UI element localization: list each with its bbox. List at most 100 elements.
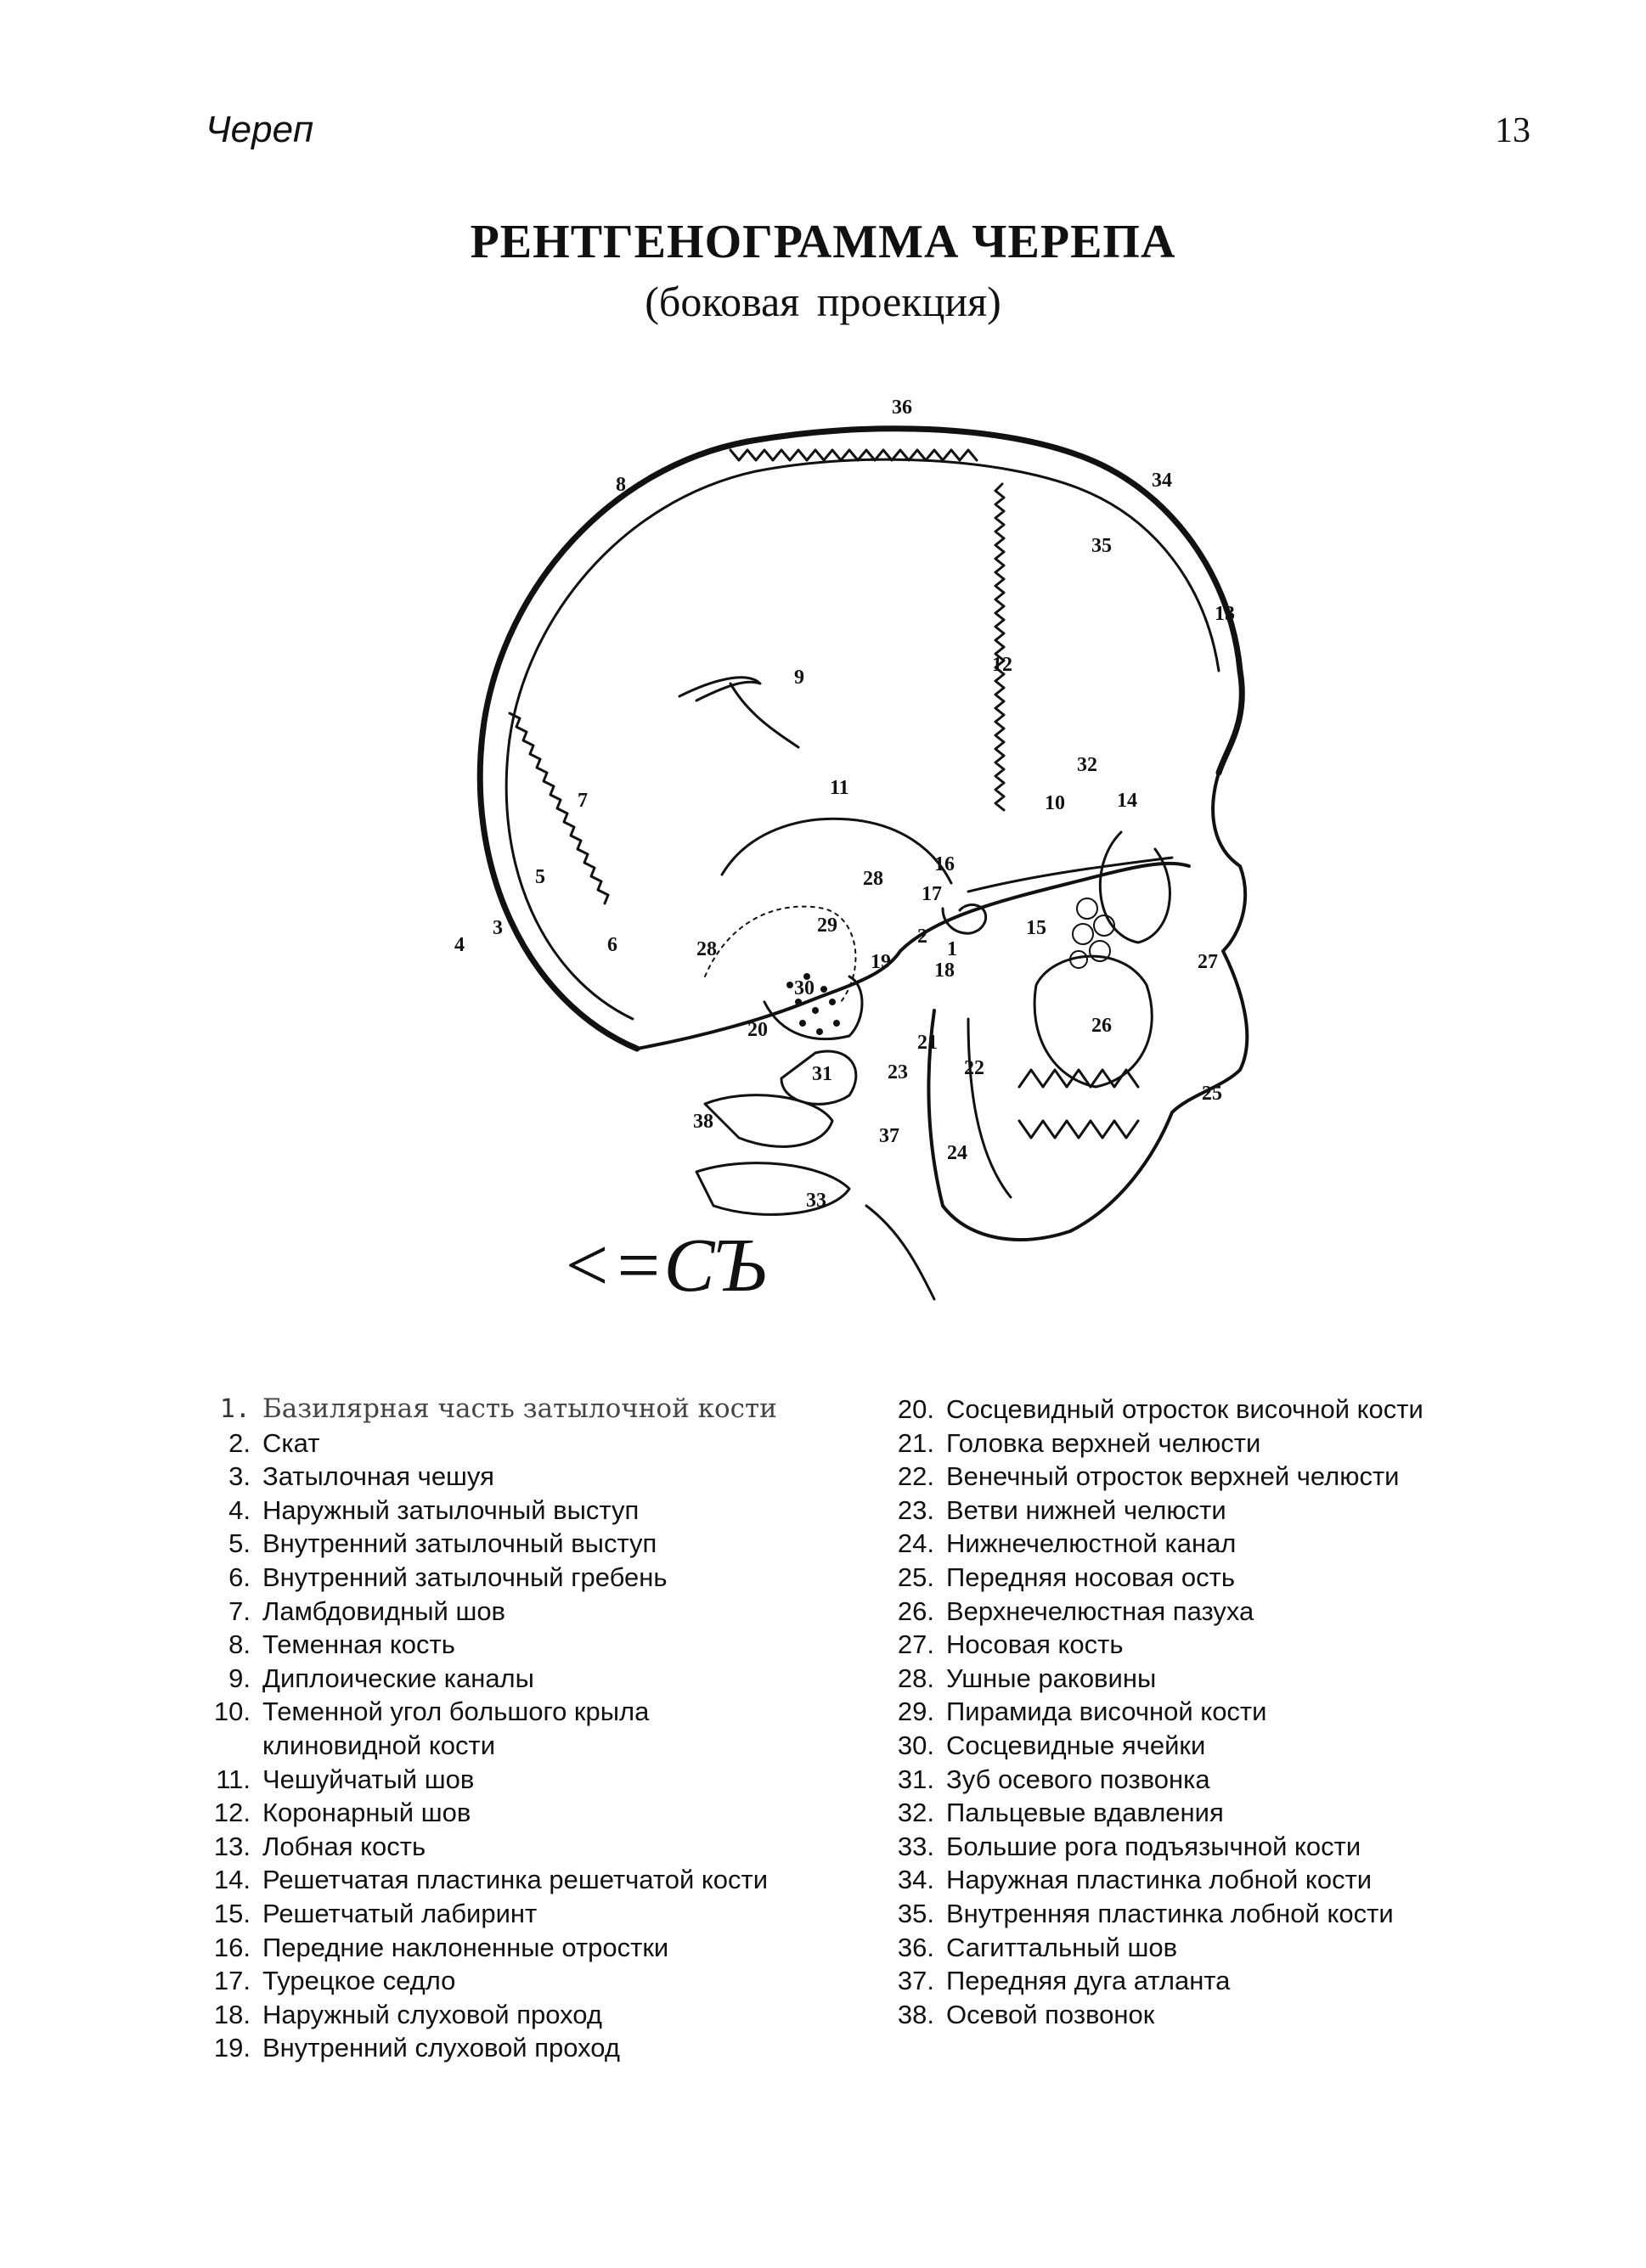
legend-text: Передняя носовая ость	[946, 1561, 1537, 1595]
callout-24: 24	[947, 1142, 967, 1164]
legend-number: 20.	[875, 1393, 946, 1427]
mandible-ramus	[928, 1010, 1070, 1240]
legend-number: 27.	[875, 1628, 946, 1662]
legend-item: 31.Зуб осевого позвонка	[875, 1763, 1537, 1797]
legend-text: Затылочная чешуя	[262, 1460, 871, 1494]
legend-number: 24.	[875, 1527, 946, 1561]
callout-36: 36	[892, 397, 912, 419]
skull-xray-diagram: 1234567891011121314151617181920212223242…	[425, 391, 1274, 1333]
legend-text: Венечный отросток верхней челюсти	[946, 1460, 1537, 1494]
legend-text: Ламбдовидный шов	[262, 1595, 871, 1629]
legend-text: Осевой позвонок	[946, 1998, 1537, 2032]
legend-item: 30.Сосцевидные ячейки	[875, 1729, 1537, 1763]
legend-text: Головка верхней челюсти	[946, 1427, 1537, 1460]
legend-text: Наружный затылочный выступ	[262, 1494, 871, 1528]
legend-number: 9.	[191, 1662, 262, 1696]
callout-38: 38	[693, 1111, 713, 1133]
legend-item: 9.Диплоические каналы	[191, 1662, 871, 1696]
legend-text: Передние наклоненные отростки	[262, 1931, 871, 1965]
callout-33: 33	[806, 1190, 826, 1212]
legend-item: 22.Венечный отросток верхней челюсти	[875, 1460, 1537, 1494]
callout-4: 4	[454, 934, 465, 956]
running-header-section: Череп	[206, 109, 313, 151]
legend-item: 1.Базилярная часть затылочной кости	[191, 1393, 871, 1427]
legend-item: 28.Ушные раковины	[875, 1662, 1537, 1696]
legend-text: Теменной угол большого крыла клиновидной…	[262, 1695, 738, 1762]
legend-text: Внутренний слуховой проход	[262, 2031, 871, 2065]
callout-12: 12	[992, 654, 1012, 676]
legend-text: Сагиттальный шов	[946, 1931, 1537, 1965]
legend-number: 35.	[875, 1897, 946, 1931]
legend-item: 34.Наружная пластинка лобной кости	[875, 1863, 1537, 1897]
legend-number: 38.	[875, 1998, 946, 2032]
legend-item: 24.Нижнечелюстной канал	[875, 1527, 1537, 1561]
legend-text: Внутренний затылочный гребень	[262, 1561, 871, 1595]
legend-item: 29.Пирамида височной кости	[875, 1695, 1537, 1729]
face-outline	[1070, 773, 1247, 1231]
legend-item: 4.Наружный затылочный выступ	[191, 1494, 871, 1528]
callout-19: 19	[871, 951, 891, 973]
legend-number: 3.	[191, 1460, 262, 1494]
signature-mark: <=СЪ	[561, 1224, 766, 1308]
callout-26: 26	[1091, 1015, 1112, 1037]
legend-item: 17.Турецкое седло	[191, 1964, 871, 1998]
legend-text: Коронарный шов	[262, 1796, 871, 1830]
legend-text: Передняя дуга атланта	[946, 1964, 1537, 1998]
skull-outline	[480, 429, 1242, 1049]
callout-27: 27	[1198, 951, 1218, 973]
lambdoid-suture	[510, 713, 608, 903]
legend-number: 8.	[191, 1628, 262, 1662]
legend-text: Наружный слуховой проход	[262, 1998, 871, 2032]
legend-number: 36.	[875, 1931, 946, 1965]
legend-number: 23.	[875, 1494, 946, 1528]
legend-text: Диплоические каналы	[262, 1662, 871, 1696]
callout-7: 7	[578, 790, 588, 812]
sphenoid-line	[968, 858, 1172, 892]
legend-number: 29.	[875, 1695, 946, 1729]
legend-item: 16.Передние наклоненные отростки	[191, 1931, 871, 1965]
legend-number: 37.	[875, 1964, 946, 1998]
callout-30: 30	[794, 977, 815, 999]
orbit	[1100, 832, 1170, 943]
callout-1: 1	[947, 938, 957, 960]
legend-item: 35.Внутренняя пластинка лобной кости	[875, 1897, 1537, 1931]
legend-text: Большие рога подъязычной кости	[946, 1830, 1537, 1864]
callout-10: 10	[1045, 792, 1065, 814]
legend-item: 25.Передняя носовая ость	[875, 1561, 1537, 1595]
diploic-canal	[679, 678, 798, 747]
legend-text: Внутренняя пластинка лобной кости	[946, 1897, 1537, 1931]
legend-item: 12.Коронарный шов	[191, 1796, 871, 1830]
legend-number: 7.	[191, 1595, 262, 1629]
sagittal-suture	[730, 450, 977, 460]
legend-text: Внутренний затылочный выступ	[262, 1527, 871, 1561]
page-subtitle: (боковая проекция)	[0, 277, 1646, 326]
callout-29: 29	[817, 915, 837, 937]
callout-23: 23	[888, 1061, 908, 1083]
callout-21: 21	[917, 1032, 938, 1054]
callout-14: 14	[1117, 790, 1137, 812]
legend-text: Пальцевые вдавления	[946, 1796, 1537, 1830]
legend-text: Лобная кость	[262, 1830, 871, 1864]
legend-text: Решетчатая пластинка решетчатой кости	[262, 1863, 871, 1897]
legend-number: 22.	[875, 1460, 946, 1494]
legend-left-column: 1.Базилярная часть затылочной кости 2.Ск…	[191, 1393, 871, 2065]
legend-number: 17.	[191, 1964, 262, 1998]
legend-number: 10.	[191, 1695, 262, 1762]
legend-text: Верхнечелюстная пазуха	[946, 1595, 1537, 1629]
callout-6: 6	[607, 934, 617, 956]
legend-number: 32.	[875, 1796, 946, 1830]
legend-number: 13.	[191, 1830, 262, 1864]
callout-25: 25	[1202, 1083, 1222, 1105]
callout-2: 2	[917, 926, 927, 948]
hyoid-horn	[866, 1206, 934, 1299]
callout-16: 16	[934, 853, 955, 875]
legend-item: 2.Скат	[191, 1427, 871, 1460]
legend-item: 18.Наружный слуховой проход	[191, 1998, 871, 2032]
legend-text: Скат	[262, 1427, 871, 1460]
callout-9: 9	[794, 667, 804, 689]
legend-number: 5.	[191, 1527, 262, 1561]
legend-item: 23.Ветви нижней челюсти	[875, 1494, 1537, 1528]
legend-text: Теменная кость	[262, 1628, 871, 1662]
legend-item: 7.Ламбдовидный шов	[191, 1595, 871, 1629]
